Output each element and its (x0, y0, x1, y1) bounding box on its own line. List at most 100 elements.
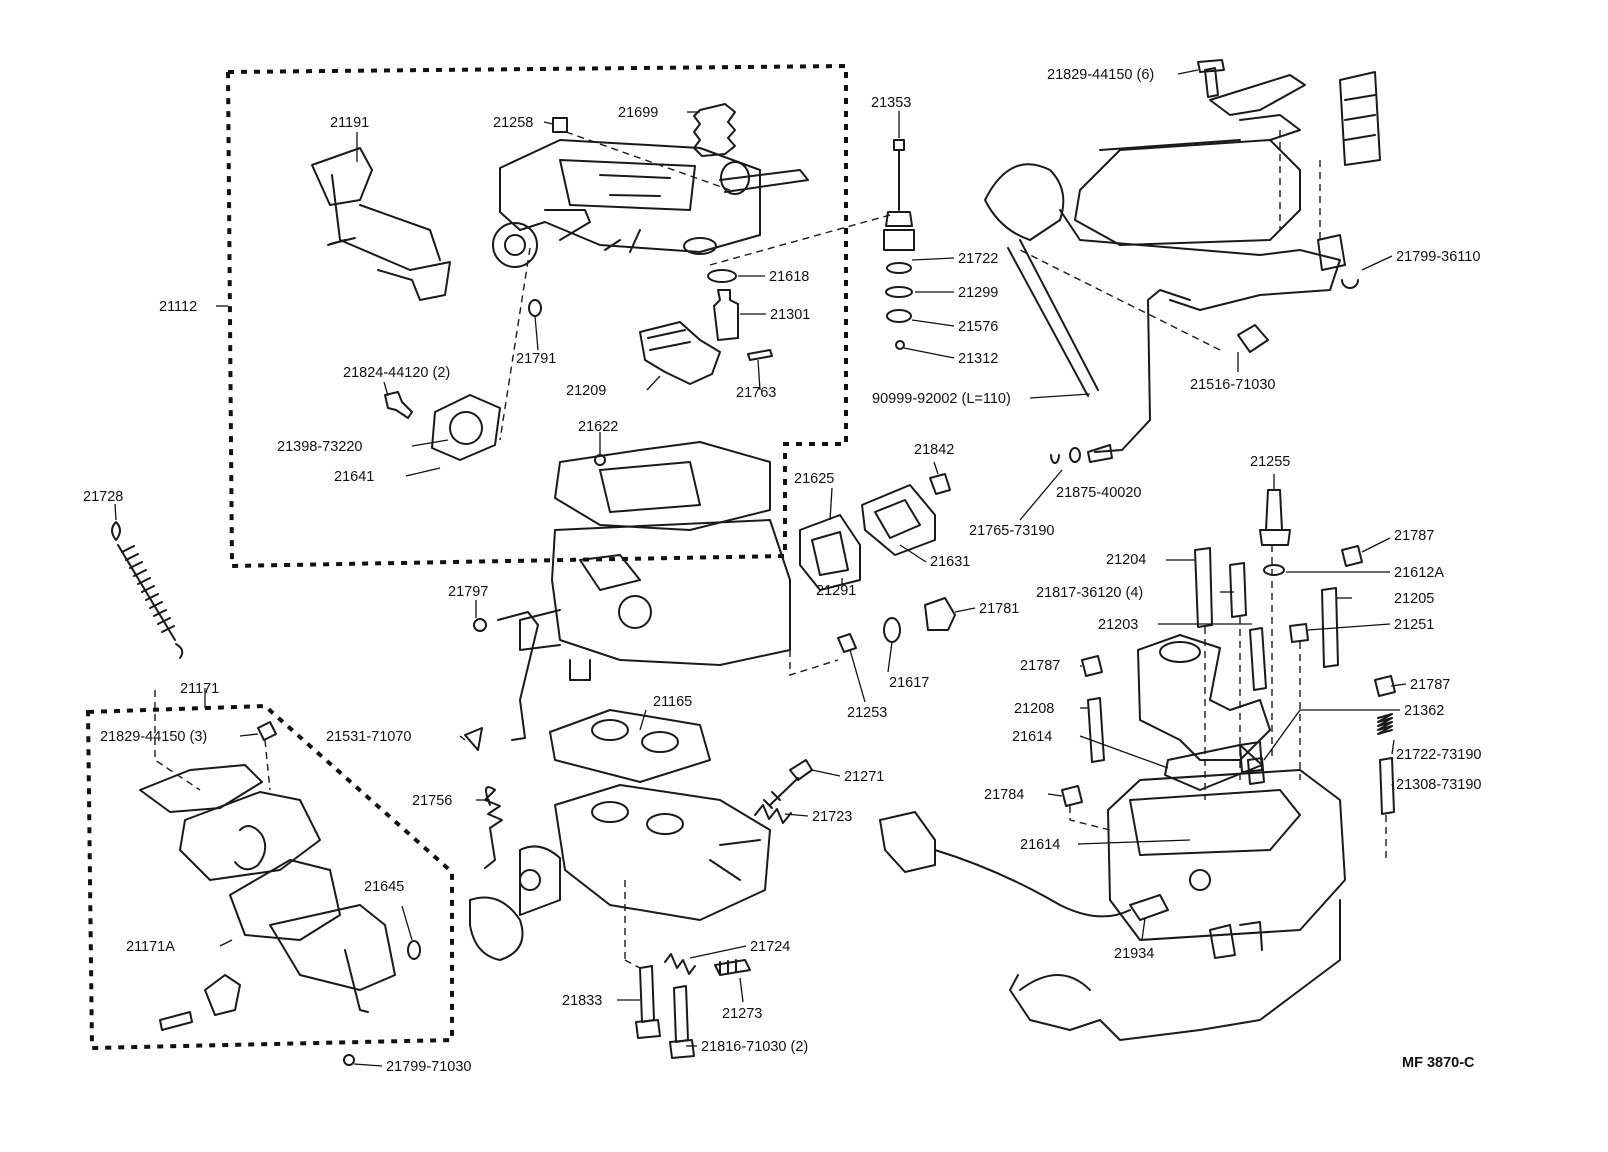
plug-21787a (1341, 545, 1363, 567)
label-21299: 21299 (958, 285, 998, 301)
label-21171A: 21171A (126, 939, 175, 955)
label-21934: 21934 (1114, 946, 1154, 962)
label-21204: 21204 (1106, 552, 1146, 568)
needle-valve-21301 (713, 289, 739, 341)
plug-21787b (1081, 655, 1103, 677)
label-21829-44150-6: 21829-44150 (6) (1047, 67, 1154, 83)
float-21209 (639, 321, 721, 385)
label-21308-73190: 21308-73190 (1396, 777, 1481, 793)
screw-21208 (1087, 697, 1105, 763)
flange-21398 (431, 394, 501, 461)
label-21829-44150-3: 21829-44150 (3) (100, 729, 207, 745)
label-21362: 21362 (1404, 703, 1444, 719)
label-21645: 21645 (364, 879, 404, 895)
label-21165: 21165 (653, 694, 692, 710)
label-21791: 21791 (516, 351, 556, 367)
diagram-code: MF 3870-C (1402, 1055, 1475, 1071)
spring-21722b (1377, 713, 1393, 735)
rod-21308 (1379, 757, 1395, 815)
main-body (519, 519, 791, 681)
label-21724: 21724 (750, 939, 790, 955)
cover-21631 (861, 484, 936, 556)
ring-21612a (1263, 564, 1285, 576)
label-21209: 21209 (566, 383, 606, 399)
label-21781: 21781 (979, 601, 1019, 617)
label-21353: 21353 (871, 95, 911, 111)
bolt-21816 (669, 985, 695, 1059)
label-21842: 21842 (914, 442, 954, 458)
fuel-pipe-21797 (497, 611, 539, 741)
label-21398-73220: 21398-73220 (277, 439, 362, 455)
label-21625: 21625 (794, 471, 834, 487)
label-21271: 21271 (844, 769, 884, 785)
gasket-21165 (549, 709, 711, 783)
plug-21787c (1374, 675, 1396, 697)
label-21617: 21617 (889, 675, 929, 691)
rod-21765 (1094, 289, 1191, 453)
label-21641: 21641 (334, 469, 374, 485)
plug-21784 (1061, 785, 1083, 807)
spring-21723 (754, 804, 792, 824)
label-21112: 21112 (159, 299, 197, 315)
label-21273: 21273 (722, 1006, 762, 1022)
label-21833: 21833 (562, 993, 602, 1009)
label-21787-a: 21787 (1394, 528, 1434, 544)
jet-21203 (1249, 627, 1267, 691)
label-21787-b: 21787 (1020, 658, 1060, 674)
sleeve-21362 (1247, 757, 1265, 785)
group-box-21112 (225, 63, 848, 569)
pin-21763 (747, 349, 773, 361)
label-21255: 21255 (1250, 454, 1290, 470)
screw-21271 (763, 759, 813, 809)
bolt-21833 (635, 965, 661, 1039)
label-90999-92002: 90999-92002 (L=110) (872, 391, 1011, 407)
label-21799-71030: 21799-71030 (386, 1059, 471, 1075)
part-labels: 21829-44150 (6) 21353 21699 21258 21191 … (83, 67, 1481, 1075)
gasket-21622 (554, 441, 771, 531)
label-21251: 21251 (1394, 617, 1434, 633)
accelerator-pump-housing (1137, 634, 1271, 773)
label-21784: 21784 (984, 787, 1024, 803)
washer-21617 (883, 617, 901, 643)
clip-21531 (464, 727, 483, 751)
label-21723: 21723 (812, 809, 852, 825)
air-horn-assembly (499, 139, 809, 255)
label-21614-a: 21614 (1012, 729, 1052, 745)
label-21576: 21576 (958, 319, 998, 335)
choke-breaker-21191 (311, 147, 538, 301)
tube-90999 (1007, 239, 1099, 397)
label-21191: 21191 (330, 115, 369, 131)
label-21763: 21763 (736, 385, 776, 401)
label-21312: 21312 (958, 351, 998, 367)
screw-21824 (384, 391, 413, 419)
label-21756: 21756 (412, 793, 452, 809)
label-21516-71030: 21516-71030 (1190, 377, 1275, 393)
spring-21724 (664, 953, 696, 975)
label-21612A: 21612A (1394, 565, 1444, 581)
gasket-21625 (799, 514, 861, 591)
label-21722-73190: 21722-73190 (1396, 747, 1481, 763)
screw-21817 (1229, 562, 1247, 618)
diaphragm-21171 (139, 721, 421, 1066)
screw-21204 (1194, 547, 1213, 628)
label-21258: 21258 (493, 115, 533, 131)
label-21171: 21171 (180, 681, 219, 697)
throttle-body (469, 784, 771, 961)
plug-21781 (924, 597, 956, 631)
label-21875-40020: 21875-40020 (1056, 485, 1141, 501)
plug-21253 (837, 633, 857, 653)
label-21699: 21699 (618, 105, 658, 121)
gasket-21614a (1164, 744, 1263, 791)
group-box-21171 (85, 703, 454, 1051)
label-21291: 21291 (816, 583, 856, 599)
connector-21934 (879, 811, 1169, 921)
jet-21255 (1259, 489, 1291, 546)
boot-21699 (693, 103, 736, 157)
screw-small (329, 237, 356, 245)
label-21787-c: 21787 (1410, 677, 1450, 693)
label-21531-71070: 21531-71070 (326, 729, 411, 745)
label-21816-71030-2: 21816-71030 (2) (701, 1039, 808, 1055)
label-21824-44120-2: 21824-44120 (2) (343, 365, 450, 381)
label-21817-36120-4: 21817-36120 (4) (1036, 585, 1143, 601)
label-21208: 21208 (1014, 701, 1054, 717)
